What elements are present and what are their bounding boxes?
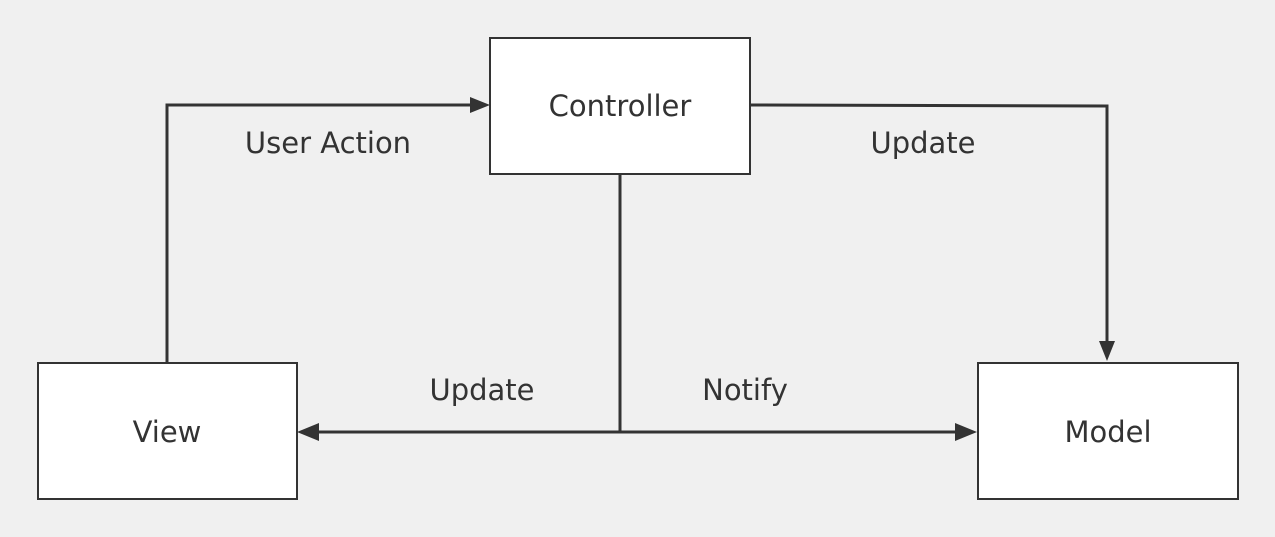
edge-label-update-model: Update <box>870 126 975 160</box>
arrow-down-icon <box>1099 341 1115 361</box>
node-model-label: Model <box>1064 415 1151 449</box>
edge-update-view <box>297 423 620 441</box>
edge-label-update-view: Update <box>429 373 534 407</box>
edge-update-model <box>749 103 1115 361</box>
node-controller-label: Controller <box>549 89 692 123</box>
node-controller: Controller <box>489 37 751 175</box>
arrow-left-icon <box>297 423 319 441</box>
node-model-box <box>977 362 1239 500</box>
arrow-right-icon <box>955 423 977 441</box>
edge-label-user-action: User Action <box>245 126 411 160</box>
edge-update-model-line <box>749 103 1109 345</box>
node-view-label: View <box>133 415 202 449</box>
edge-label-notify: Notify <box>702 373 788 407</box>
node-view-box <box>37 362 298 500</box>
edge-user-action-line <box>165 103 474 362</box>
edge-user-action <box>165 97 490 362</box>
edge-notify <box>620 423 977 441</box>
node-view: View <box>37 362 298 500</box>
node-model: Model <box>977 362 1239 500</box>
arrow-right-icon <box>470 97 490 113</box>
node-controller-box <box>489 37 751 175</box>
